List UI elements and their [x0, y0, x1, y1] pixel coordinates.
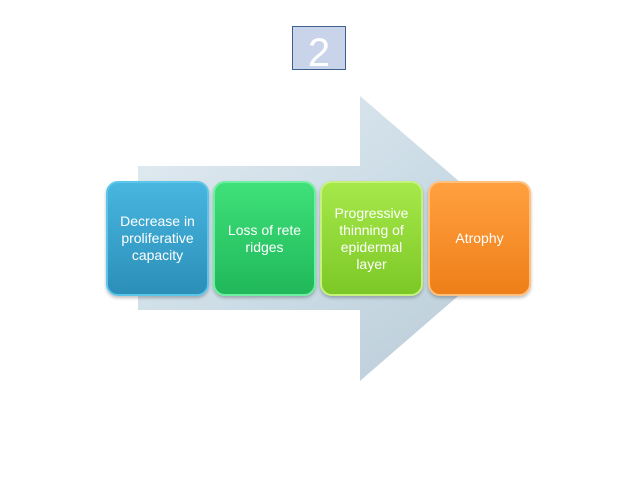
step-label: Decrease in proliferative capacity — [120, 213, 195, 263]
slide-number: 2 — [307, 31, 331, 70]
step-box-decrease-proliferative-capacity: Decrease in proliferative capacity — [106, 181, 209, 296]
step-label: Loss of rete ridges — [227, 221, 302, 255]
step-label: Atrophy — [455, 230, 504, 246]
step-box-loss-of-rete-ridges: Loss of rete ridges — [213, 181, 316, 296]
step-label: Progressive thinning of epidermal layer — [334, 204, 409, 272]
step-box-atrophy: Atrophy — [428, 181, 531, 296]
slide-number-badge: 2 — [292, 26, 346, 70]
step-box-progressive-thinning: Progressive thinning of epidermal layer — [320, 181, 423, 296]
